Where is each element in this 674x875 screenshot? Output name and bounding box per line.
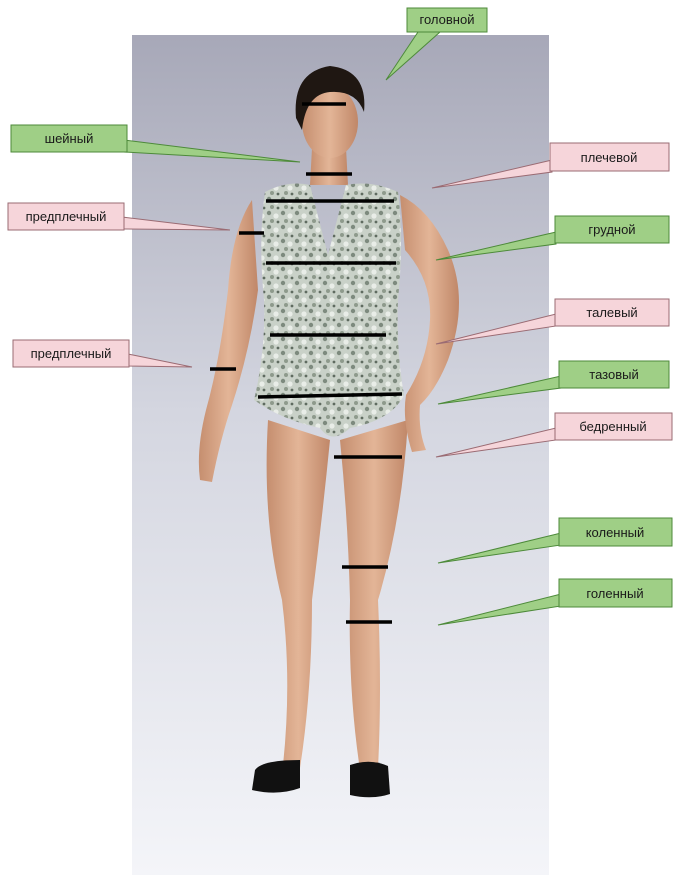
label-lower-forearm: предплечный bbox=[31, 346, 112, 361]
label-shoulder: плечевой bbox=[581, 150, 638, 165]
label-neck: шейный bbox=[45, 131, 94, 146]
label-chest: грудной bbox=[588, 222, 635, 237]
label-head: головной bbox=[420, 12, 475, 27]
label-shin: голенный bbox=[586, 586, 643, 601]
label-pelvis: тазовый bbox=[589, 367, 638, 382]
right-shoe bbox=[350, 762, 390, 798]
label-upper-forearm: предплечный bbox=[26, 209, 107, 224]
label-knee: коленный bbox=[586, 525, 645, 540]
label-waist: талевый bbox=[586, 305, 637, 320]
label-thigh: бедренный bbox=[579, 419, 646, 434]
